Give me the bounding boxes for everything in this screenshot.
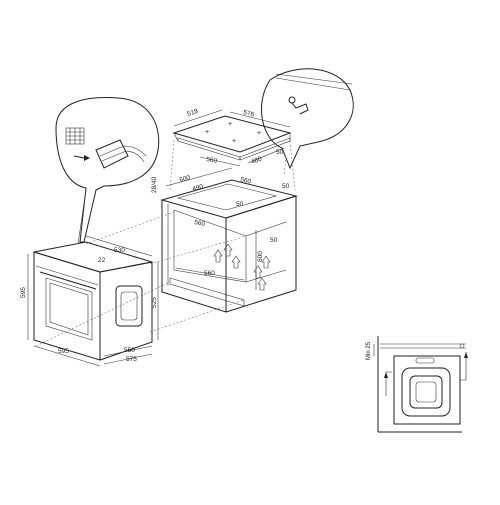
oven-depth-label: 530	[114, 247, 125, 254]
hob-cutout-depth-label: 480	[250, 155, 263, 165]
cabinet-top-clearance-label: 28/40	[151, 176, 158, 193]
airflow-arrow-icon	[384, 372, 388, 378]
svg-text:+: +	[205, 129, 209, 136]
connector-detail-bubble	[55, 97, 160, 245]
hob-width-top-label: 518	[186, 108, 199, 118]
cabinet-width-right-label: 560	[240, 176, 253, 186]
cabinet-right-small-label: 50	[270, 237, 278, 244]
oven-height-inner-label: 525	[151, 297, 158, 308]
min-clearance-label: Min 25	[366, 341, 372, 360]
svg-text:+: +	[228, 121, 232, 128]
cabinet-side-gap-label: 50	[282, 183, 290, 190]
projection-lines	[35, 211, 247, 347]
ventilation-arrows	[213, 243, 271, 291]
oven-small-dim-label: 22	[98, 257, 106, 264]
hob-drawing: + + + + 518 576 560 480 50	[169, 108, 296, 191]
installation-detail: Min 25	[366, 336, 468, 433]
arrow-icon	[84, 155, 90, 161]
airflow-arrow-icon	[464, 352, 468, 358]
oven-front-depth-label: 550	[124, 347, 135, 354]
cabinet-inner-depth-label: 560	[194, 219, 206, 228]
svg-text:+: +	[232, 138, 236, 145]
hob-cutout-width-label: 560	[206, 156, 218, 165]
terminal-block-icon	[65, 127, 85, 145]
hob-width-right-label: 576	[243, 109, 256, 119]
cabinet-height-label: 600	[257, 251, 264, 262]
oven-drawing: 530 22 595 525 595 550 575	[20, 235, 159, 367]
hob-corner-detail-bubble	[261, 68, 354, 177]
svg-text:+: +	[257, 130, 261, 137]
cabinet-width-outer-label: 600	[179, 174, 192, 184]
clamp-icon	[288, 96, 309, 115]
cabinet-gap-small-label: 50	[236, 201, 244, 208]
cabinet-width-inner-label: 490	[192, 183, 205, 193]
oven-width-label: 595	[58, 348, 69, 355]
cable-plug-icon	[95, 139, 147, 169]
oven-body-depth-label: 575	[126, 356, 137, 363]
hob-gap-label: 50	[276, 149, 284, 156]
cabinet-bottom-depth-label: 560	[204, 270, 215, 277]
oven-height-label: 595	[20, 287, 27, 298]
cabinet-drawing: 28/40 600 490 560 50 560 50 600 560 50	[151, 167, 298, 313]
burner-marks: + + + +	[205, 121, 261, 145]
